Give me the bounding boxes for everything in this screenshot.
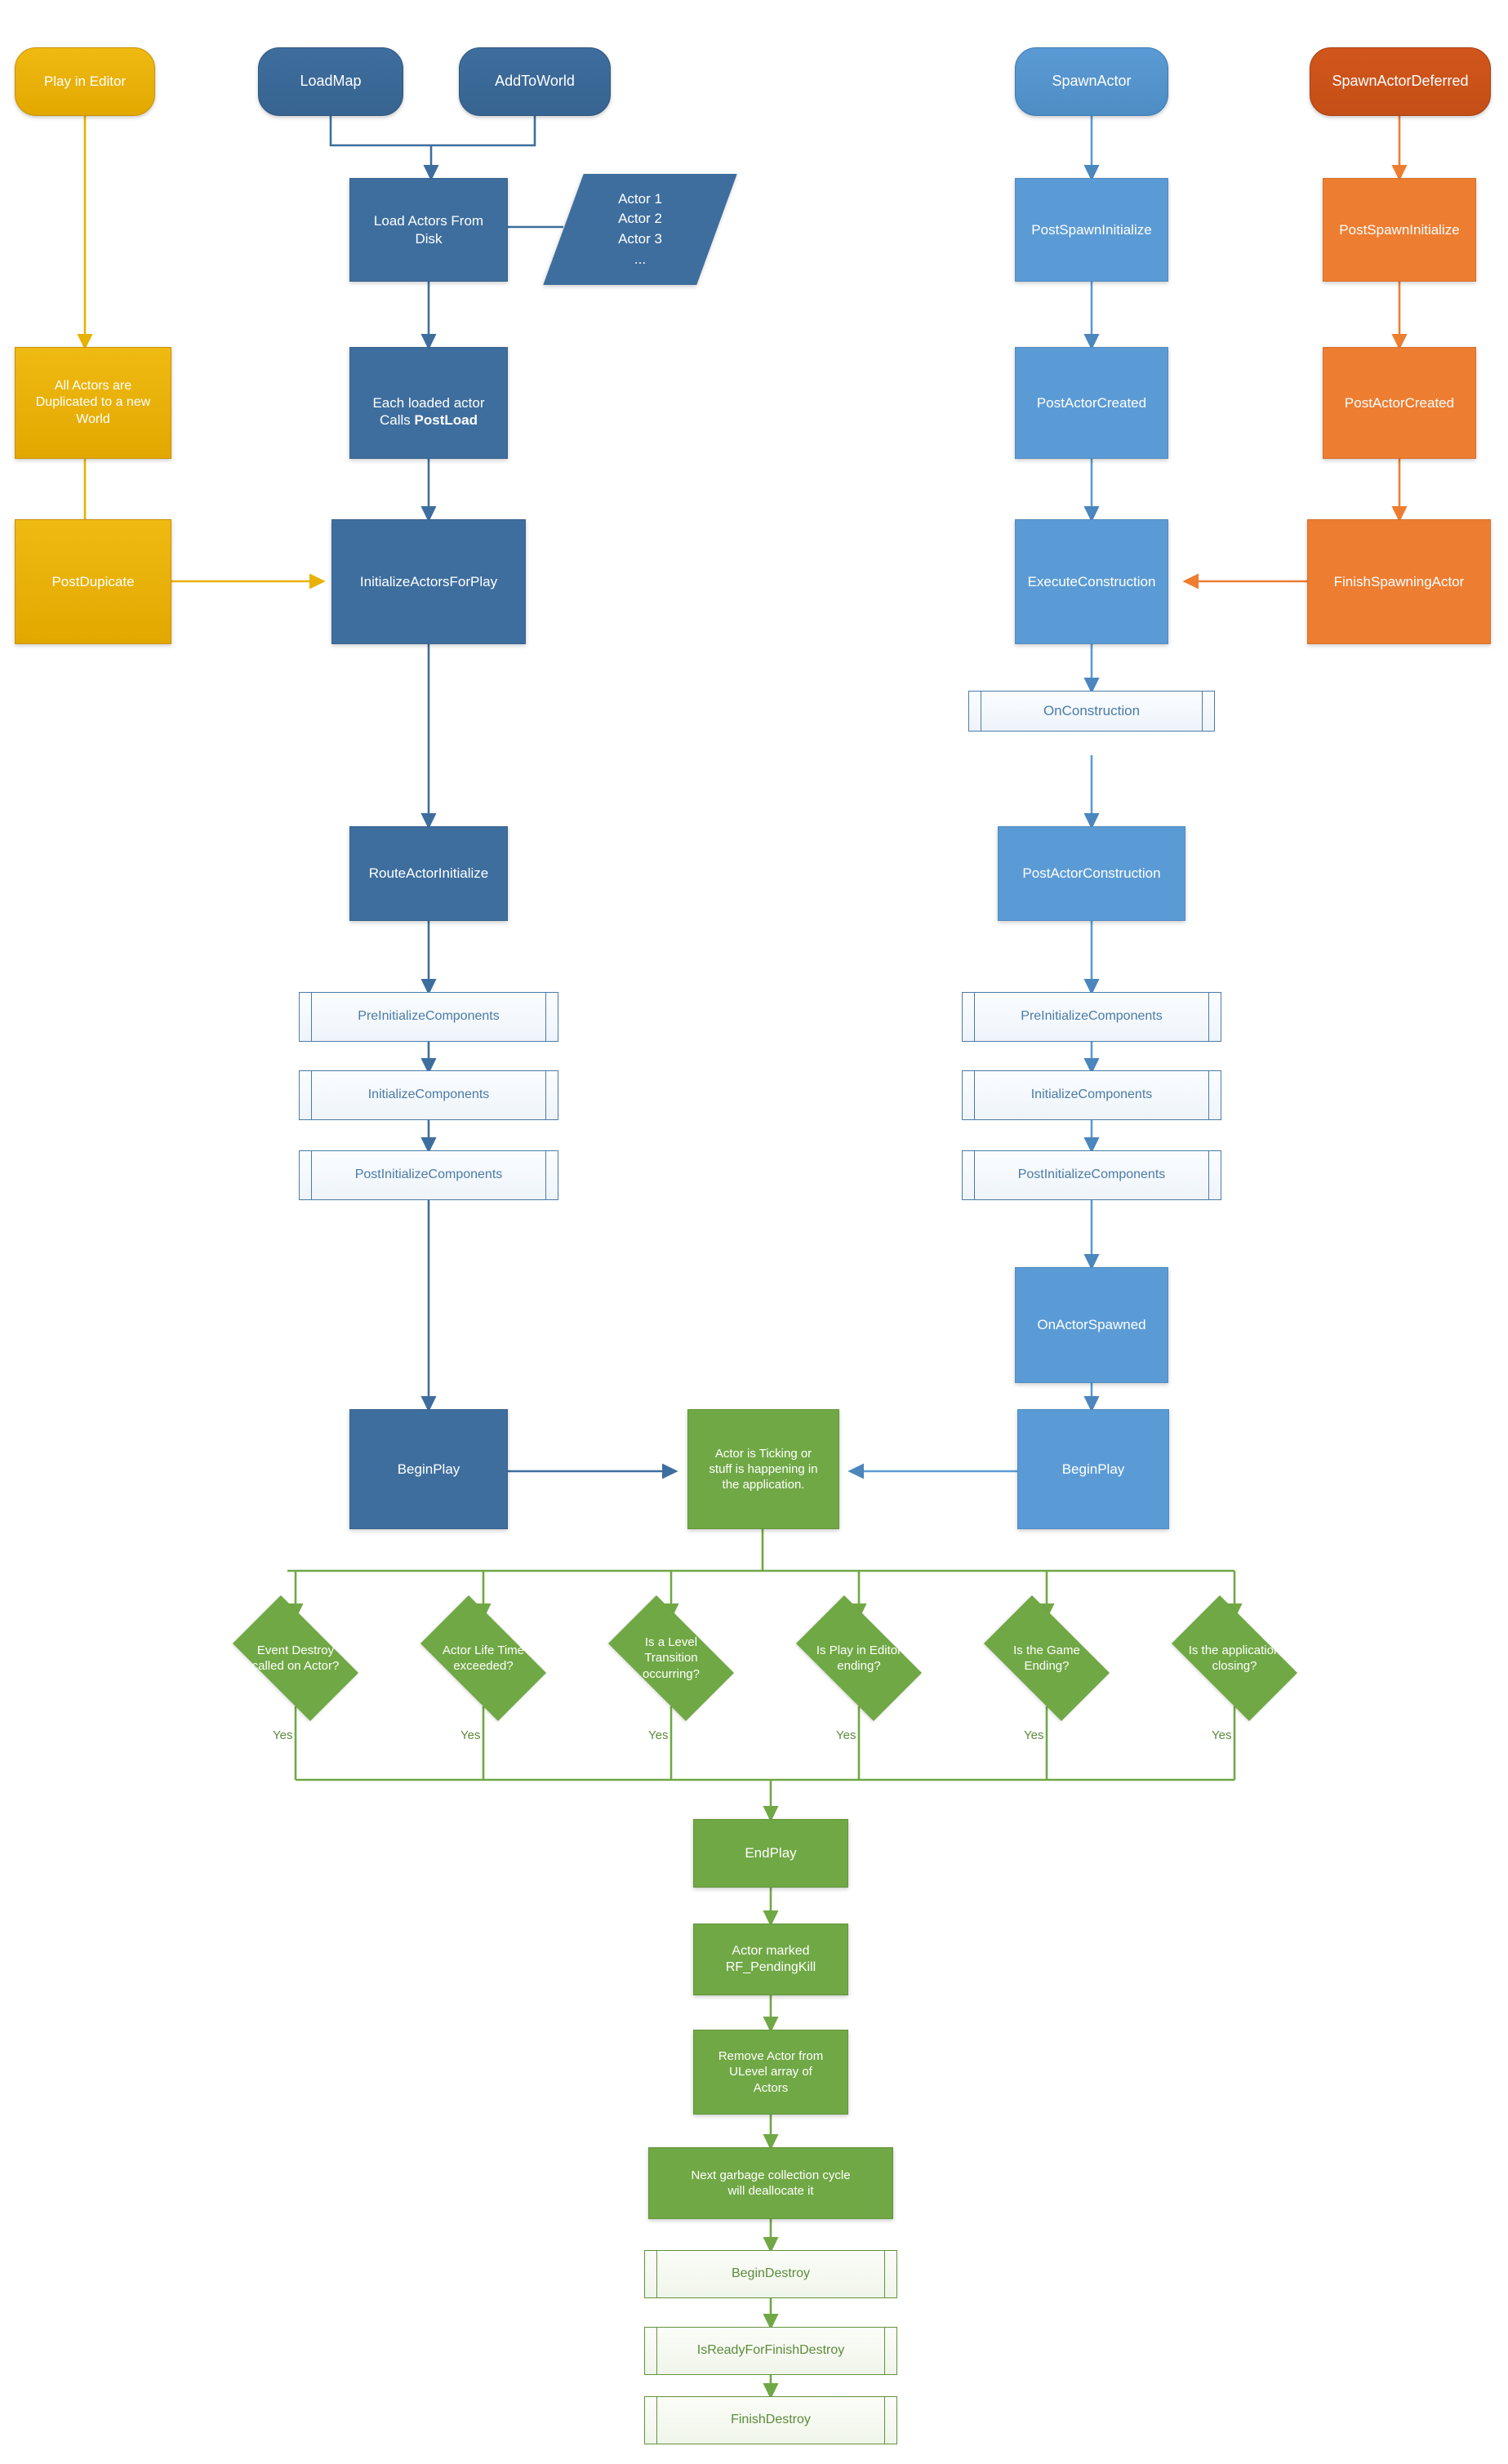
node-initialize-components-right[interactable]: InitializeComponents bbox=[962, 1070, 1221, 1120]
node-on-actor-spawned[interactable]: OnActorSpawned bbox=[1015, 1267, 1168, 1383]
edge-label-yes-4: Yes bbox=[836, 1728, 856, 1742]
node-post-spawn-initialize-blue[interactable]: PostSpawnInitialize bbox=[1015, 178, 1168, 282]
node-route-actor-initialize[interactable]: RouteActorInitialize bbox=[349, 826, 508, 921]
node-label: LoadMap bbox=[300, 73, 362, 90]
node-actor-is-ticking[interactable]: Actor is Ticking or stuff is happening i… bbox=[687, 1409, 839, 1529]
decision-label: Actor Life Time exceeded? bbox=[442, 1643, 524, 1674]
node-label: EndPlay bbox=[745, 1845, 797, 1861]
node-label: PostInitializeComponents bbox=[1017, 1168, 1166, 1182]
node-label: PostDupicate bbox=[51, 573, 135, 589]
edge-label-yes-5: Yes bbox=[1024, 1728, 1044, 1742]
node-label: IsReadyForFinishDestroy bbox=[696, 2343, 845, 2358]
node-label: PostActorCreated bbox=[1344, 394, 1455, 411]
node-spawn-actor[interactable]: SpawnActor bbox=[1015, 47, 1168, 116]
decision-event-destroy[interactable]: Event Destroy called on Actor? bbox=[218, 1595, 373, 1721]
node-finish-spawning-actor[interactable]: FinishSpawningActor bbox=[1307, 519, 1491, 644]
node-pre-initialize-components-left[interactable]: PreInitializeComponents bbox=[299, 992, 558, 1042]
node-next-gc-cycle[interactable]: Next garbage collection cycle will deall… bbox=[648, 2147, 893, 2219]
node-post-duplicate[interactable]: PostDupicate bbox=[15, 519, 171, 644]
node-begin-play-left[interactable]: BeginPlay bbox=[349, 1409, 508, 1529]
node-post-actor-construction[interactable]: PostActorConstruction bbox=[998, 826, 1185, 921]
node-each-loaded-actor-postload[interactable]: Each loaded actor Calls PostLoad bbox=[349, 347, 508, 459]
node-label: Actor marked RF_PendingKill bbox=[725, 1943, 816, 1974]
node-label: FinishDestroy bbox=[731, 2413, 811, 2427]
node-initialize-actors-for-play[interactable]: InitializeActorsForPlay bbox=[331, 519, 526, 644]
node-label: OnConstruction bbox=[1043, 703, 1141, 719]
edge-label-yes-2: Yes bbox=[460, 1728, 481, 1742]
decision-label: Is a Level Transition occurring? bbox=[642, 1635, 700, 1681]
node-label: Actor 1 Actor 2 Actor 3 ... bbox=[618, 190, 662, 267]
decision-label: Event Destroy called on Actor? bbox=[251, 1643, 340, 1674]
node-label: ExecuteConstruction bbox=[1027, 573, 1156, 589]
decision-play-in-editor-ending[interactable]: Is Play in Editor ending? bbox=[781, 1595, 936, 1721]
node-spawn-actor-deferred[interactable]: SpawnActorDeferred bbox=[1310, 47, 1491, 116]
node-label: InitializeComponents bbox=[1030, 1087, 1153, 1102]
node-post-initialize-components-left[interactable]: PostInitializeComponents bbox=[299, 1150, 558, 1200]
decision-label: Is the Game Ending? bbox=[1013, 1643, 1080, 1674]
decision-label: Is the application closing? bbox=[1188, 1643, 1281, 1674]
node-label: InitializeActorsForPlay bbox=[359, 573, 498, 589]
node-on-construction[interactable]: OnConstruction bbox=[968, 691, 1215, 732]
node-finish-destroy[interactable]: FinishDestroy bbox=[644, 2396, 897, 2444]
node-label: Next garbage collection cycle will deall… bbox=[691, 2168, 851, 2198]
node-label: PreInitializeComponents bbox=[358, 1009, 500, 1024]
node-is-ready-for-finish-destroy[interactable]: IsReadyForFinishDestroy bbox=[644, 2327, 897, 2375]
node-load-map[interactable]: LoadMap bbox=[258, 47, 403, 116]
node-label: PostActorConstruction bbox=[1022, 865, 1161, 882]
node-label-text: Each loaded actor Calls bbox=[372, 394, 485, 429]
node-label: AddToWorld bbox=[495, 73, 575, 90]
decision-application-closing[interactable]: Is the application closing? bbox=[1157, 1595, 1312, 1721]
node-label: PreInitializeComponents bbox=[1021, 1009, 1163, 1024]
node-actor-marked-pending-kill[interactable]: Actor marked RF_PendingKill bbox=[693, 1924, 848, 1995]
decision-game-ending[interactable]: Is the Game Ending? bbox=[969, 1595, 1124, 1721]
node-begin-play-right[interactable]: BeginPlay bbox=[1017, 1409, 1169, 1529]
node-label: RouteActorInitialize bbox=[368, 865, 489, 882]
node-add-to-world[interactable]: AddToWorld bbox=[459, 47, 611, 116]
node-all-actors-duplicated[interactable]: All Actors are Duplicated to a new World bbox=[15, 347, 171, 459]
edge-label-yes-6: Yes bbox=[1212, 1728, 1232, 1742]
node-label: Play in Editor bbox=[43, 73, 127, 90]
node-label: PostSpawnInitialize bbox=[1339, 221, 1460, 238]
decision-level-transition[interactable]: Is a Level Transition occurring? bbox=[594, 1595, 749, 1721]
node-label: FinishSpawningActor bbox=[1333, 573, 1465, 589]
node-label: Actor is Ticking or stuff is happening i… bbox=[709, 1446, 818, 1492]
node-actor-list[interactable]: Actor 1 Actor 2 Actor 3 ... bbox=[543, 174, 737, 285]
node-label: SpawnActorDeferred bbox=[1332, 73, 1469, 90]
node-label: PostActorCreated bbox=[1036, 394, 1147, 411]
node-post-actor-created-orange[interactable]: PostActorCreated bbox=[1323, 347, 1476, 459]
node-label: OnActorSpawned bbox=[1037, 1317, 1146, 1333]
edge-label-yes-3: Yes bbox=[648, 1728, 669, 1742]
node-pre-initialize-components-right[interactable]: PreInitializeComponents bbox=[962, 992, 1221, 1042]
node-post-spawn-initialize-orange[interactable]: PostSpawnInitialize bbox=[1323, 178, 1476, 282]
node-label: SpawnActor bbox=[1052, 73, 1132, 90]
node-label: BeginDestroy bbox=[731, 2266, 811, 2281]
node-initialize-components-left[interactable]: InitializeComponents bbox=[299, 1070, 558, 1120]
edge-label-yes-1: Yes bbox=[273, 1728, 293, 1742]
node-begin-destroy[interactable]: BeginDestroy bbox=[644, 2250, 897, 2298]
node-post-initialize-components-right[interactable]: PostInitializeComponents bbox=[962, 1150, 1221, 1200]
node-label: BeginPlay bbox=[397, 1461, 460, 1477]
node-label: BeginPlay bbox=[1061, 1461, 1125, 1477]
node-end-play[interactable]: EndPlay bbox=[693, 1819, 848, 1888]
node-remove-actor-from-ulevel[interactable]: Remove Actor from ULevel array of Actors bbox=[693, 2030, 848, 2115]
node-label: InitializeComponents bbox=[367, 1087, 490, 1102]
node-label: PostSpawnInitialize bbox=[1031, 221, 1152, 238]
node-load-actors-from-disk[interactable]: Load Actors From Disk bbox=[349, 178, 508, 282]
node-execute-construction[interactable]: ExecuteConstruction bbox=[1015, 519, 1168, 644]
node-label: Load Actors From Disk bbox=[373, 212, 484, 247]
node-label: Remove Actor from ULevel array of Actors bbox=[718, 2049, 824, 2095]
node-label: PostInitializeComponents bbox=[354, 1168, 503, 1182]
node-post-actor-created-blue[interactable]: PostActorCreated bbox=[1015, 347, 1168, 459]
decision-label: Is Play in Editor ending? bbox=[816, 1643, 902, 1674]
node-play-in-editor[interactable]: Play in Editor bbox=[15, 47, 155, 116]
node-label: All Actors are Duplicated to a new World bbox=[35, 378, 151, 426]
decision-actor-life-time[interactable]: Actor Life Time exceeded? bbox=[406, 1595, 561, 1721]
node-label: Each loaded actor Calls PostLoad bbox=[367, 376, 489, 429]
node-label-bold: PostLoad bbox=[414, 412, 478, 429]
